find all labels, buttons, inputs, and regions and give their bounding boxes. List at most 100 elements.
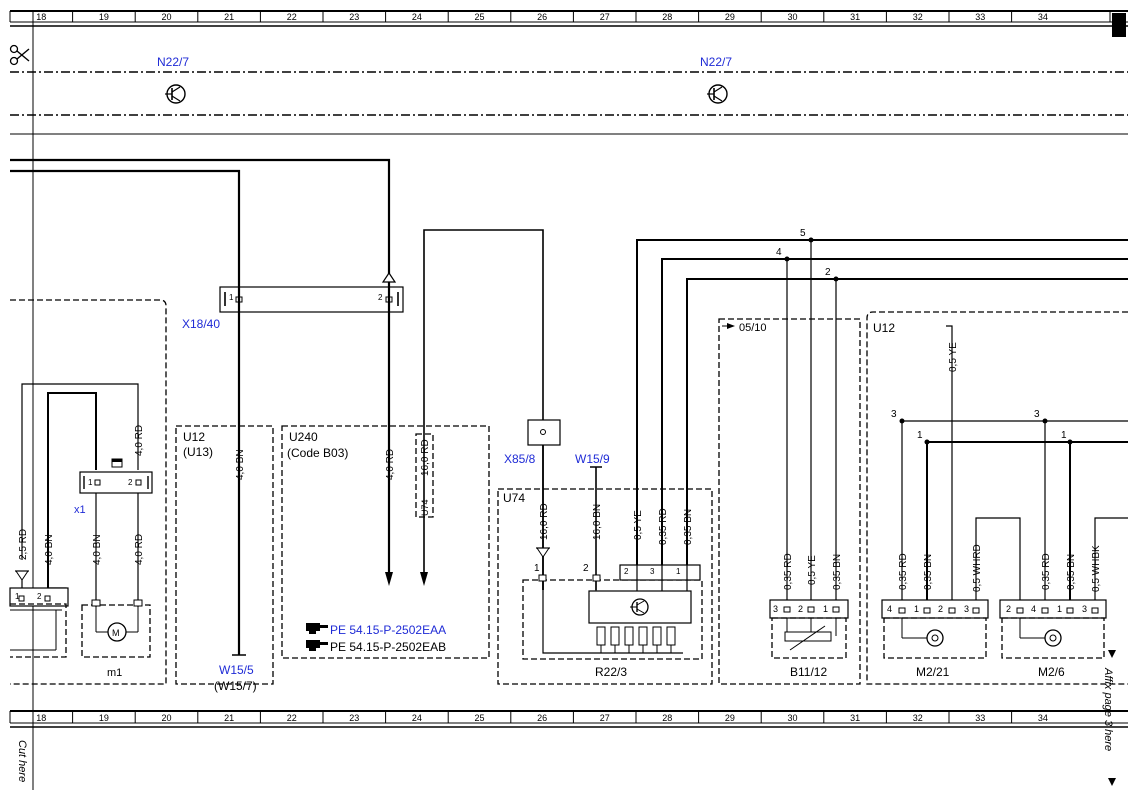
grid-column-number: 21 [224,713,234,723]
wire-u12-feed [10,169,241,655]
wire-label: 0,35 BN [1066,554,1077,590]
resistor-element [596,626,606,646]
grid-column-number: 22 [287,713,297,723]
wire-label: 0,35 RD [1041,553,1052,590]
wire-label: 0,35 RD [658,508,669,545]
grid-column-number: 28 [662,12,672,22]
box-u12-right-title: U12 [873,321,895,335]
motor-m1[interactable]: M [81,599,151,658]
cut-here-label: Cut here [16,740,28,782]
grid-column-number: 34 [1038,12,1048,22]
u12-pin-1-b: 1 [1061,430,1067,441]
grid-column-number: 30 [787,12,797,22]
grid-column-number: 25 [474,12,484,22]
grid-column-number: 25 [474,713,484,723]
component-b11-12-label[interactable]: B11/12 [790,665,827,679]
grid-column-number: 33 [975,713,985,723]
x18-pin-2: 2 [378,293,383,302]
motor-m2-21[interactable] [881,599,989,659]
grid-column-number: 22 [287,12,297,22]
right-wiring [899,325,1128,600]
component-m2-21-label[interactable]: M2/21 [916,665,950,679]
component-m1-label[interactable]: m1 [107,667,122,679]
left-wiring [9,383,153,658]
connector-x85-label[interactable]: X85/8 [504,452,536,466]
box-u74 [497,488,713,685]
motor-m2-6[interactable] [999,599,1107,659]
pointing-hand-icon [306,623,328,634]
connector-x1-label[interactable]: x1 [74,504,86,516]
grid-column-number: 34 [1038,713,1048,723]
grid-column-number: 23 [349,12,359,22]
grid-column-number: 20 [161,12,171,22]
pin-box [898,607,906,614]
box-u240 [281,425,490,659]
box-b11-12 [718,318,861,685]
r22-pin-1: 1 [676,567,681,576]
grid-column-number: 32 [913,12,923,22]
wire-label: 0,35 BN [832,554,843,590]
ref-05-10[interactable]: 05/10 [739,322,767,334]
box-u12-title: U12 [183,430,205,444]
wire-pin4 [661,258,1128,580]
resistor-element [666,626,676,646]
wire-label: 4,0 RD [385,449,396,480]
ref-n22-7-right[interactable]: N22/7 [700,55,732,69]
wire-u240-feed [10,158,391,580]
wire-label: 0,35 BN [683,509,694,545]
pe-note-eab: PE 54.15-P-2502EAB [330,640,446,654]
resistor-module-r22-3[interactable] [522,564,703,660]
ref-n22-7-left[interactable]: N22/7 [157,55,189,69]
ground-w15-9-label[interactable]: W15/9 [575,452,610,466]
u12-pin-3-b: 3 [1034,409,1040,420]
r22-pin-3: 3 [650,567,655,576]
box-u74-title: U74 [503,491,525,505]
m2-21-pin-2: 2 [938,604,943,614]
m2-6-pin-1: 1 [1057,604,1062,614]
wire-label: 0,5 WHBK [1091,545,1102,592]
grid-column-number: 27 [600,713,610,723]
m2-21-pin-3: 3 [964,604,969,614]
main-wires [10,158,1128,655]
arrow-right-icon [727,323,735,329]
m2-6-pin-3: 3 [1082,604,1087,614]
pin-box [923,607,931,614]
wire-label: 16,0 RD [420,439,431,476]
wire-label: 0,35 BN [923,554,934,590]
transistor-icon-left [165,84,186,104]
grid-column-number: 20 [161,713,171,723]
svg-text:M: M [112,628,120,638]
box-u13-subtitle: (U13) [183,445,213,459]
component-r22-3-label[interactable]: R22/3 [595,665,627,679]
connector-x18-label[interactable]: X18/40 [182,317,220,331]
connector-x18-40[interactable] [219,286,404,313]
box-u74-inner-label: U74 [420,499,430,516]
wire-pin5 [636,239,1128,580]
pe-link-eaa[interactable]: PE 54.15-P-2502EAA [330,623,446,637]
sensor-b11-12[interactable] [769,599,849,659]
left-pin-1: 1 [15,592,20,601]
box-u12 [175,425,274,685]
wire-label: 4,0 BN [44,534,55,565]
grid-column-number: 18 [36,12,46,22]
resistor-element [652,626,662,646]
bottom-grid-strip [10,710,1128,728]
affix-page-label: Affix page 3 here [1102,667,1114,751]
ground-w15-7-label: (W15/7) [214,679,257,693]
pin-box [1041,607,1049,614]
ground-w15-5-label[interactable]: W15/5 [219,663,254,677]
pin-box [948,607,956,614]
m2-6-pin-2: 2 [1006,604,1011,614]
resistor-element [624,626,634,646]
wire-label: 16,0 RD [539,503,550,540]
wire-label: 0,35 RD [783,553,794,590]
wire-label: 4,0 BN [92,534,103,565]
resistor-element [638,626,648,646]
b11-pin-1: 1 [823,604,828,614]
wire-pin2 [686,278,1128,580]
component-m2-6-label[interactable]: M2/6 [1038,665,1065,679]
pin-box [1016,607,1024,614]
grid-column-number: 28 [662,713,672,723]
